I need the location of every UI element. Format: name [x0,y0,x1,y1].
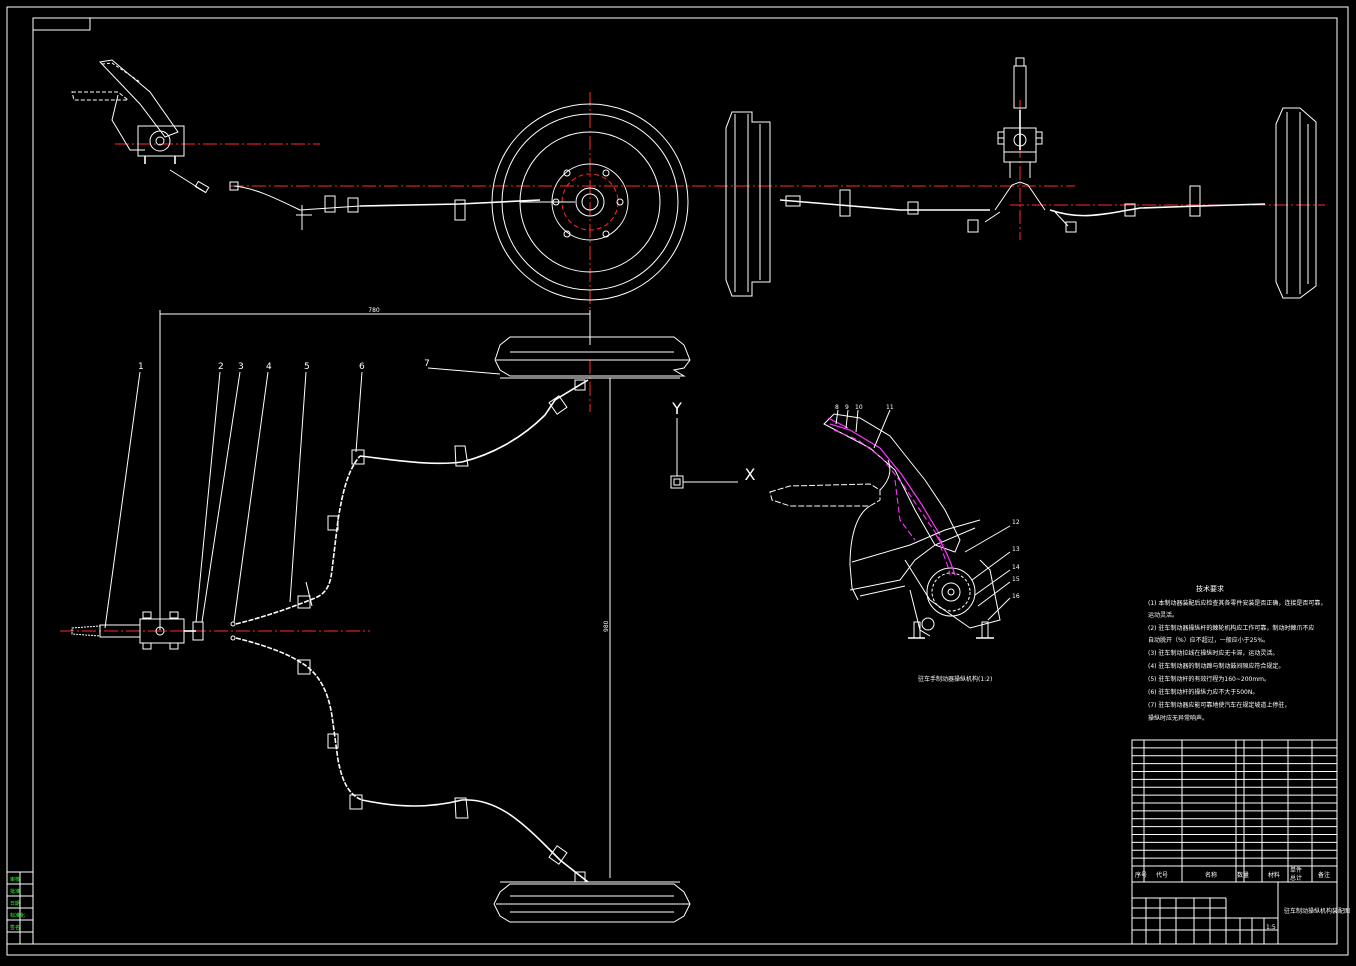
detail-view: 8 9 10 11 12 13 14 15 16 驻车手制动器操纵机构(1:2) [769,404,1020,683]
balloon-8: 8 [835,404,839,411]
header-unit: 单件 [1290,866,1302,874]
top-cable [229,181,541,230]
top-right-wheel [1275,107,1317,299]
plan-leaders [104,367,501,629]
header-seq: 序号 [1135,871,1147,879]
tech-note-line: (6) 驻车制动杆的操纵力应不大于500N。 [1148,688,1258,696]
balloon-7: 7 [424,359,430,369]
brake-drum-face [491,103,689,301]
header-qty: 数量 [1237,871,1249,879]
balloon-9: 9 [845,404,849,411]
corner-tag-box [32,17,91,31]
plan-lower-drum [493,881,691,923]
plan-cable-upper [235,379,589,625]
balloon-3: 3 [238,362,244,372]
balloon-1: 1 [138,362,144,372]
balloon-13: 13 [1012,546,1020,553]
balloon-15: 15 [1012,576,1020,583]
tech-note-line: (4) 驻车制动器的制动蹄与制动鼓间隙应符合规定。 [1148,662,1284,670]
plan-cable-lower [235,637,589,883]
header-name: 名称 [1205,871,1217,879]
title-block: 序号 代号 名称 数量 材料 单件 总计 备注 驻车制动操纵机构装配图 1:5 [1131,865,1350,945]
rear-lever [997,57,1043,178]
balloon-12: 12 [1012,519,1020,526]
plan-view: 780 980 [60,307,691,923]
tech-notes-title: 技术要求 [1196,584,1224,593]
balloon-16: 16 [1012,593,1020,600]
drawing-title: 驻车制动操纵机构装配图 [1284,907,1350,915]
balloon-11: 11 [886,404,894,411]
tech-note-line: (7) 驻车制动器应能可靠地使汽车在规定坡道上停驻， [1148,701,1290,709]
tech-note-line: 自动脱开（%）应不超过，一般应小于25%。 [1148,636,1269,644]
strip-label: 标准化 [10,912,25,919]
tech-note-line: (5) 驻车制动杆的有效行程为160~200mm。 [1148,675,1270,683]
ucs-axis-icon: Y X [670,399,756,489]
header-remark: 备注 [1318,871,1330,879]
strip-label: 批准 [10,888,20,895]
balloon-6: 6 [359,362,365,372]
strip-label: 日期 [10,901,20,907]
strip-label: 签名 [10,924,20,931]
tech-note-line: (2) 驻车制动器操纵杆的棘轮机构应工作可靠，制动时棘爪不应 [1148,624,1314,632]
balloon-5: 5 [304,362,310,372]
technical-requirements: 技术要求 (1) 本制动器装配后应检查其各零件安装是否正确，连接是否可靠， 运动… [1148,584,1326,722]
top-view [71,57,1325,320]
tech-note-line: 操纵时应无异常响声。 [1148,714,1208,722]
header-total: 总计 [1290,874,1302,882]
dim-horizontal-value: 780 [368,307,380,314]
plan-upper-drum [494,336,691,379]
axis-y-label: Y [671,399,682,418]
drawing-scale: 1:5 [1266,924,1276,931]
parts-list [1131,739,1338,883]
outer-border [6,6,1349,956]
balloon-2: 2 [218,362,224,372]
top-right-cable [779,181,1266,233]
strip-label: 审核 [10,876,20,883]
balloon-10: 10 [855,404,863,411]
dim-vertical-value: 980 [603,620,610,632]
left-info-strip: 审核 批准 日期 标准化 签名 [6,871,34,945]
header-material: 材料 [1268,871,1280,879]
header-code: 代号 [1156,871,1168,879]
top-hand-lever [71,59,210,194]
tech-note-line: (1) 本制动器装配后应检查其各零件安装是否正确，连接是否可靠， [1148,599,1326,607]
balloon-14: 14 [1012,564,1020,571]
inner-border [32,17,1338,945]
tech-note-line: (3) 驻车制动拉线在操纵时应无卡滞，运动灵活。 [1148,649,1278,657]
tech-note-line: 运动灵活。 [1148,611,1178,619]
top-left-wheel [725,111,771,297]
detail-caption: 驻车手制动器操纵机构(1:2) [918,675,992,683]
plan-lever-assembly [71,611,236,650]
axis-x-label: X [745,465,756,484]
balloon-4: 4 [266,362,272,372]
